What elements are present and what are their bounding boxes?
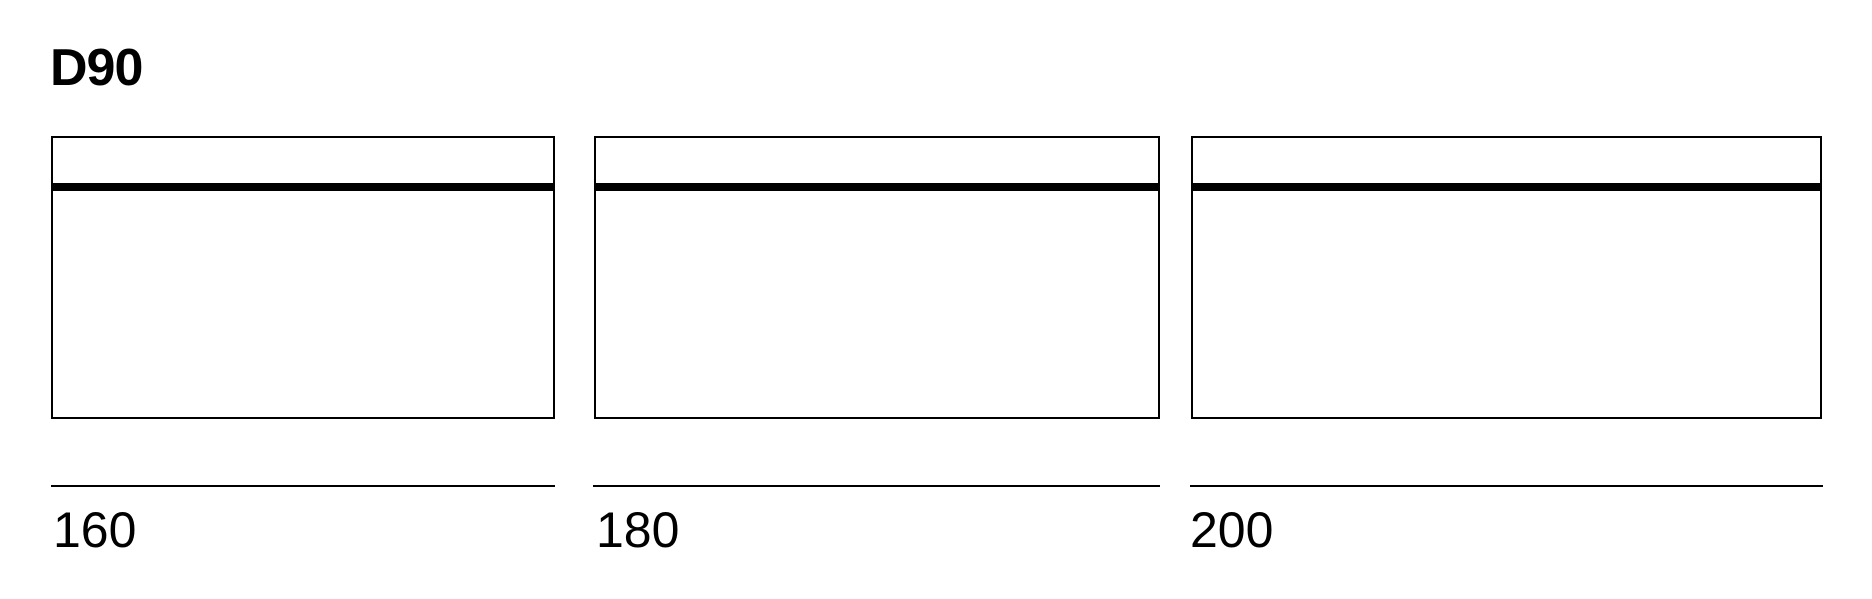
depth-title: D90: [50, 39, 143, 97]
dimension-line-200: [1190, 485, 1823, 487]
module-180: [594, 136, 1160, 419]
dimension-line-160: [51, 485, 555, 487]
backrest-line: [1193, 183, 1820, 191]
module-160: [51, 136, 555, 419]
width-label-200: 200: [1190, 502, 1274, 558]
width-label-180: 180: [596, 502, 680, 558]
width-label-160: 160: [53, 502, 137, 558]
dimension-line-180: [593, 485, 1160, 487]
module-200: [1191, 136, 1822, 419]
backrest-line: [596, 183, 1158, 191]
backrest-line: [53, 183, 553, 191]
